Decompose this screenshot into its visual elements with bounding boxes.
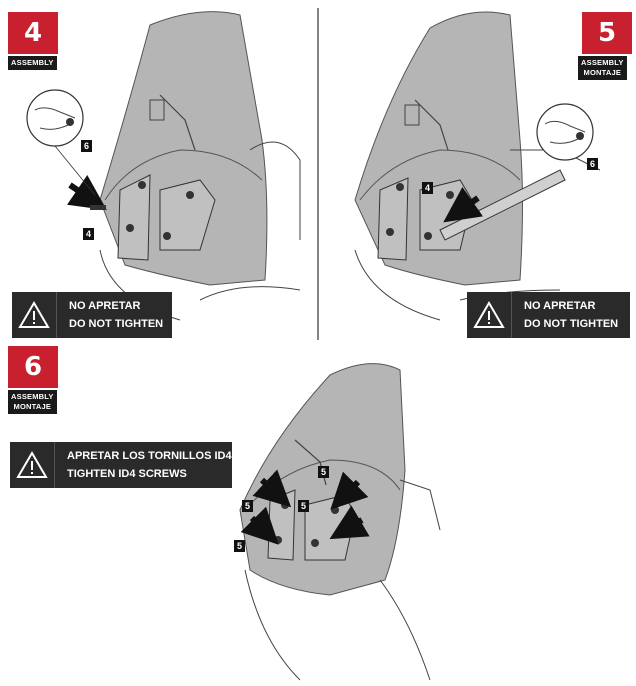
arrow-icon bbox=[66, 174, 107, 211]
warning-triangle-icon bbox=[467, 292, 512, 338]
step-label-line: ASSEMBLY bbox=[11, 58, 54, 67]
warning-line: TIGHTEN ID4 SCREWS bbox=[67, 468, 187, 480]
warning-line: DO NOT TIGHTEN bbox=[524, 318, 619, 330]
warning-triangle-icon bbox=[12, 292, 57, 338]
step-label: ASSEMBLY MONTAJE bbox=[578, 56, 627, 80]
part-callout: 5 bbox=[298, 500, 309, 512]
step-label-line: ASSEMBLY bbox=[11, 392, 54, 401]
arrow-icon bbox=[443, 186, 484, 223]
arrow-icon bbox=[240, 506, 279, 545]
step-5-drawing bbox=[354, 11, 601, 321]
part-callout: 4 bbox=[83, 228, 94, 240]
warning-box: NO APRETAR DO NOT TIGHTEN bbox=[467, 292, 630, 338]
warning-line: NO APRETAR bbox=[69, 300, 141, 312]
warning-box: NO APRETAR DO NOT TIGHTEN bbox=[12, 292, 172, 338]
step-label-line: MONTAJE bbox=[13, 402, 52, 411]
step-4-drawing bbox=[26, 11, 301, 321]
warning-line: NO APRETAR bbox=[524, 300, 596, 312]
step-label-line: MONTAJE bbox=[583, 68, 622, 77]
part-callout: 5 bbox=[234, 540, 245, 552]
part-callout: 6 bbox=[587, 158, 598, 170]
warning-text: NO APRETAR DO NOT TIGHTEN bbox=[57, 297, 163, 333]
arrow-icon bbox=[330, 471, 369, 510]
warning-triangle-icon bbox=[10, 442, 55, 488]
step-number: 6 bbox=[8, 346, 58, 388]
arrow-icon bbox=[329, 505, 370, 540]
warning-line: DO NOT TIGHTEN bbox=[69, 318, 164, 330]
step-label: ASSEMBLY bbox=[8, 56, 57, 70]
step-label: ASSEMBLY MONTAJE bbox=[8, 390, 57, 414]
part-callout: 6 bbox=[81, 140, 92, 152]
part-callout: 5 bbox=[318, 466, 329, 478]
step-6-drawing bbox=[239, 363, 441, 681]
warning-text: NO APRETAR DO NOT TIGHTEN bbox=[512, 297, 618, 333]
step-label-line: ASSEMBLY bbox=[581, 58, 624, 67]
arrow-icon bbox=[252, 469, 292, 508]
step-number: 5 bbox=[582, 12, 632, 54]
warning-box: APRETAR LOS TORNILLOS ID4 TIGHTEN ID4 SC… bbox=[10, 442, 232, 488]
warning-text: APRETAR LOS TORNILLOS ID4 TIGHTEN ID4 SC… bbox=[55, 447, 232, 483]
step-number: 4 bbox=[8, 12, 58, 54]
part-callout: 4 bbox=[422, 182, 433, 194]
warning-line: APRETAR LOS TORNILLOS ID4 bbox=[67, 450, 232, 462]
part-callout: 5 bbox=[242, 500, 253, 512]
